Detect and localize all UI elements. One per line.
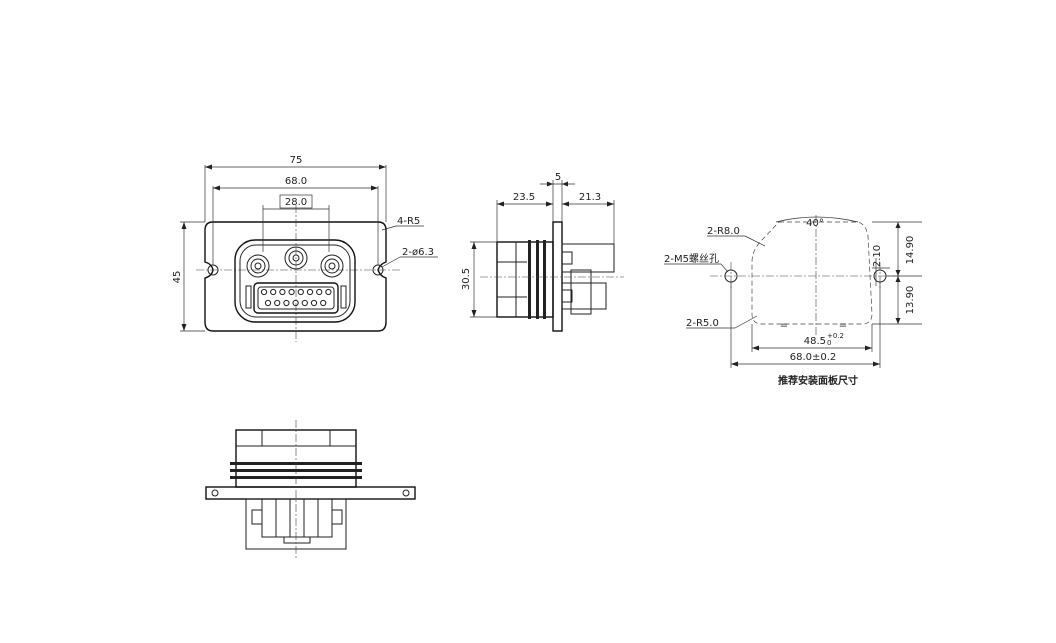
side-view: 23.5 5 21.3 30.5 xyxy=(461,172,624,332)
side-groove-3 xyxy=(543,240,546,319)
panel-cutout-view: 40° 2-R8.0 2-M5螺丝孔 2-R5.0 2.10 14.90 13.… xyxy=(664,215,922,387)
note-corner-radius: 4-R5 xyxy=(397,216,420,227)
dim-cutout-tol-upper: +0.2 xyxy=(827,332,844,340)
cutout-outline xyxy=(751,221,873,325)
signal-pin xyxy=(306,288,314,296)
latch-left xyxy=(245,285,252,309)
signal-pin xyxy=(301,299,308,307)
dim-left-length: 23.5 xyxy=(513,192,535,203)
signal-pin xyxy=(270,288,277,296)
signal-pin xyxy=(264,299,272,307)
signal-pin xyxy=(297,288,304,296)
front-view: 75 68.0 28.0 45 4-R5 2-ø6.3 xyxy=(172,155,438,342)
dim-overall-width: 75 xyxy=(290,155,303,166)
dim-center-span-box xyxy=(279,194,313,209)
dim-center-span: 28.0 xyxy=(285,197,307,208)
dim-hole-spacing-cutout: 68.0±0.2 xyxy=(790,352,837,363)
note-screw-thread: 2-M5螺丝孔 xyxy=(664,253,719,265)
signal-contact-inner xyxy=(257,286,335,310)
signal-pin xyxy=(260,288,268,296)
signal-pin xyxy=(279,288,286,296)
side-rear-block-bottom xyxy=(561,282,607,310)
cutout-caption: 推荐安装面板尺寸 xyxy=(778,374,858,387)
signal-contact-block xyxy=(253,282,339,314)
signal-pin xyxy=(288,288,295,296)
side-groove-2 xyxy=(536,240,539,319)
front-insert-housing xyxy=(234,239,356,323)
side-rear-block-top xyxy=(561,243,615,273)
signal-pin xyxy=(320,299,327,307)
note-hole-diameter: 2-ø6.3 xyxy=(402,247,434,258)
top-groove-2 xyxy=(230,469,362,472)
signal-pin xyxy=(283,299,290,307)
dim-chamfer-angle: 40° xyxy=(806,218,824,229)
top-flange xyxy=(205,486,416,500)
signal-pin xyxy=(274,299,281,307)
top-view xyxy=(205,420,416,558)
power-contacts xyxy=(246,246,344,278)
side-flange xyxy=(552,221,563,332)
dim-hole-spacing: 68.0 xyxy=(285,176,307,187)
front-insert-inner xyxy=(239,244,351,318)
front-flange-outline xyxy=(204,221,387,332)
latch-right xyxy=(340,285,347,309)
note-top-radius: 2-R8.0 xyxy=(707,226,740,237)
signal-pins xyxy=(260,288,332,307)
side-groove-1 xyxy=(528,240,531,319)
dim-offset-small: 2.10 xyxy=(872,245,883,267)
angle-arc xyxy=(775,216,859,223)
signal-pin xyxy=(292,299,299,307)
dim-offset-top: 14.90 xyxy=(905,236,916,265)
signal-pin xyxy=(310,299,318,307)
dim-body-height: 30.5 xyxy=(461,268,472,290)
signal-pin xyxy=(325,288,332,296)
note-bottom-radius: 2-R5.0 xyxy=(686,318,719,329)
dim-height: 45 xyxy=(172,271,183,284)
dim-right-length: 21.3 xyxy=(579,192,601,203)
dim-cutout-width: 48.5 xyxy=(804,336,826,347)
dim-cutout-tol-lower: 0 xyxy=(827,339,831,347)
signal-pin xyxy=(316,288,323,296)
equal-mark-left: = xyxy=(780,320,788,331)
equal-mark-right: = xyxy=(839,320,847,331)
dim-flange-thickness: 5 xyxy=(555,172,561,183)
dim-offset-bottom: 13.90 xyxy=(905,286,916,315)
